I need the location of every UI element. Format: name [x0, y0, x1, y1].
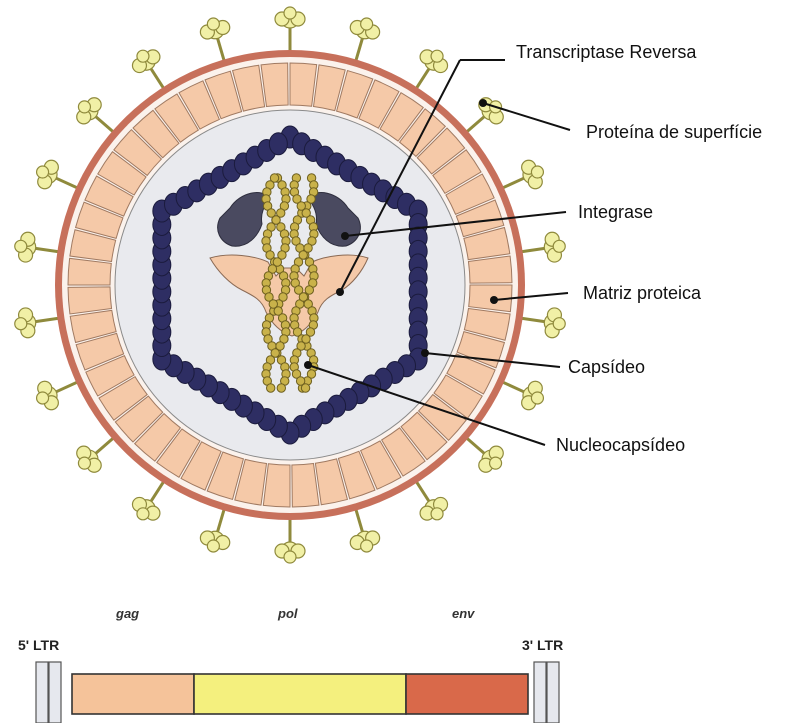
label-capsid: Capsídeo	[568, 357, 645, 377]
matrix-block	[68, 258, 111, 285]
label-nucleocapsid: Nucleocapsídeo	[556, 435, 685, 455]
rna-bead	[266, 384, 274, 392]
callout-dot-reverse-transcriptase	[336, 288, 344, 296]
surface-spike	[77, 98, 115, 133]
surface-spike	[275, 7, 305, 53]
matrix-block	[263, 464, 290, 507]
callout-dot-capsid	[421, 349, 429, 357]
gene-label-env: env	[452, 606, 475, 621]
surface-spike	[132, 50, 164, 90]
surface-spike	[415, 480, 447, 520]
surface-spike	[37, 381, 79, 410]
gene-bar-gag	[72, 674, 194, 714]
surface-spike	[275, 517, 305, 563]
surface-spike	[15, 308, 61, 338]
gene-bar-env	[406, 674, 528, 714]
virion	[15, 7, 565, 563]
ltr-5-label: 5' LTR	[18, 637, 59, 653]
gene-label-pol: pol	[277, 606, 298, 621]
surface-spike	[77, 437, 115, 472]
surface-spike	[200, 508, 229, 552]
surface-spike	[501, 381, 543, 410]
callout-dot-integrase	[341, 232, 349, 240]
surface-spike	[415, 50, 447, 90]
surface-spike	[200, 18, 229, 62]
genome-map: gag pol env 5' LTR 3' LTR	[18, 606, 563, 723]
label-reverse-transcriptase: Transcriptase Reversa	[516, 42, 697, 62]
gene-label-gag: gag	[115, 606, 139, 621]
surface-spike	[350, 18, 379, 62]
ltr-3-label: 3' LTR	[522, 637, 563, 653]
matrix-block	[290, 63, 317, 106]
surface-spike	[132, 480, 164, 520]
ltr-5-box	[36, 662, 61, 723]
surface-spike	[520, 308, 566, 338]
gene-bar-pol	[194, 674, 406, 714]
surface-spike	[501, 160, 543, 189]
surface-spike	[350, 508, 379, 552]
rna-bead	[277, 384, 285, 392]
callout-dot-matrix	[490, 296, 498, 304]
callout-dot-surface-protein	[479, 99, 487, 107]
rna-bead	[301, 384, 309, 392]
ltr-3-box	[534, 662, 559, 723]
surface-spike	[465, 437, 503, 472]
label-surface-protein: Proteína de superfície	[586, 122, 762, 142]
surface-spike	[37, 160, 79, 189]
label-matrix: Matriz proteica	[583, 283, 702, 303]
capsid-bead	[269, 133, 287, 155]
surface-spike	[520, 232, 566, 262]
label-integrase: Integrase	[578, 202, 653, 222]
callout-dot-nucleocapsid	[304, 361, 312, 369]
surface-spike	[15, 232, 61, 262]
